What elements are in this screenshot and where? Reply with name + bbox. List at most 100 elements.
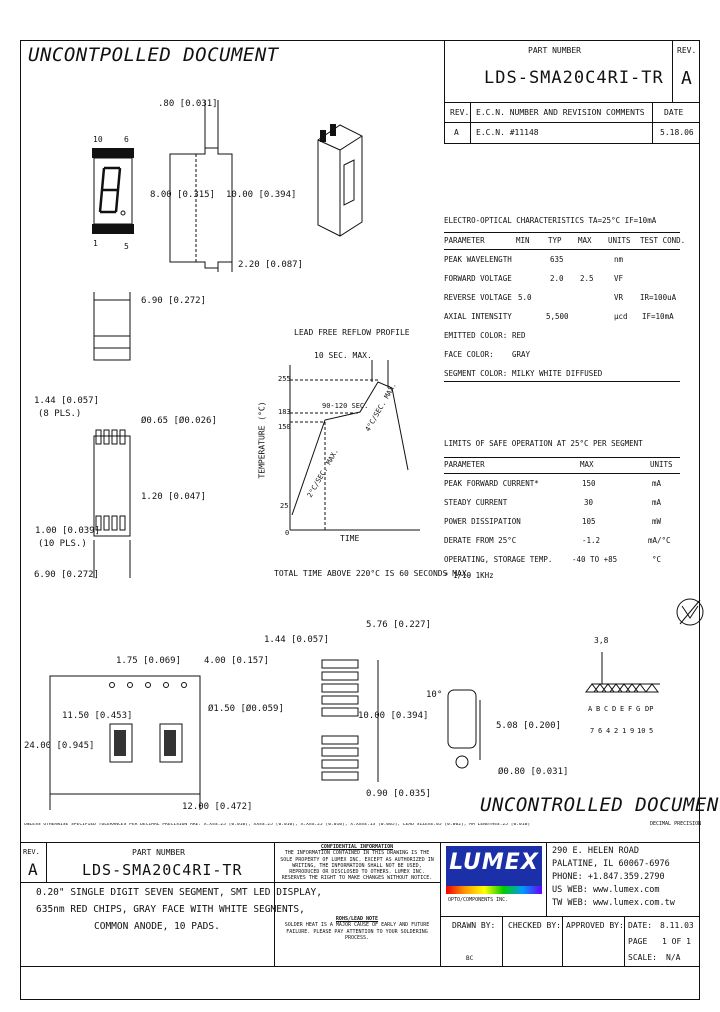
part-number-bottom: LDS-SMA20C4RI-TR [82,861,243,879]
tape-dim-6: 12.00 [0.472] [182,802,253,812]
tape-dim-3: Ø1.50 [Ø0.059] [208,704,284,714]
circuit-seg: C [604,705,609,713]
revision-ecn: E.C.N. #11148 [476,128,539,137]
pad-dim-4: 0.90 [0.035] [366,789,432,799]
drawing-border [20,40,700,1000]
circuit-seg: DP [645,705,654,713]
tape-dim-5: 24.00 [0.945] [24,741,95,751]
tw-web: TW WEB: www.lumex.com.tw [552,898,675,908]
part-number-label-bottom: PART NUMBER [132,848,185,857]
dim-pad-length: 1.20 [0.047] [141,492,207,502]
dim-pad-width-count: (10 PLS.) [38,539,87,549]
circuit-pin: 2 [614,727,619,735]
decimal-precision-note: DECIMAL PRECISION [650,821,702,827]
limits-row: OPERATING, STORAGE TEMP.-40 TO +85°C [444,555,662,564]
eo-table: PARAMETER MIN TYP MAX UNITS TEST COND. P… [444,232,686,382]
pad-dim-3: 10.00 [0.394] [358,711,429,721]
reflow-x-axis: TIME [340,534,360,543]
address-line: PALATINE, IL 60067-6976 [552,859,670,869]
reflow-y-axis: TEMPERATURE (°C) [257,401,267,479]
circuit-pin: 1 [622,727,627,735]
reflow-tick-0: 0 [285,529,290,537]
dim-bottom-width: 6.90 [0.272] [34,570,100,580]
reflow-hold-label: 90-120 SEC. [322,402,369,410]
description-line-1: 0.20" SINGLE DIGIT SEVEN SEGMENT, SMT LE… [36,887,322,898]
dim-hole: Ø0.65 [Ø0.026] [141,416,217,426]
eo-row: EMITTED COLOR:RED [444,331,526,340]
circuit-pin: 9 [630,727,635,735]
limits-footnote: * 1/10 1KHz [444,571,494,580]
reflow-tick-255: 255 [278,375,291,383]
rev-value-bottom: A [28,860,38,879]
dim-pad-width: 1.00 [0.039] [35,526,101,536]
lead-diameter: Ø0.80 [0.031] [498,767,569,777]
phone: PHONE: +1.847.359.2790 [552,872,665,882]
lumex-logo: LUMEX [446,846,542,886]
circuit-pin: 10 [637,727,646,735]
reflow-ten-sec: 10 SEC. MAX. [314,351,372,360]
lead-angle: 10° [426,690,443,700]
circuit-pin: 7 [590,727,595,735]
confidential-block: CONFIDENTIAL INFORMATION THE INFORMATION… [280,844,434,882]
circuit-pin: 5 [649,727,654,735]
dim-top-width: 6.90 [0.272] [141,296,207,306]
rev-col-header: REV. [450,108,470,117]
part-number-header: LDS-SMA20C4RI-TR [484,68,664,88]
drawn-by-value: BC [466,955,474,962]
limits-header-row: PARAMETER MAX UNITS [444,460,673,469]
pad-dim-2: 5.76 [0.227] [366,620,432,630]
date-label: DATE: [628,921,653,930]
scale-label: SCALE: [628,953,657,962]
tolerance-note: UNLESS OTHERWISE SPECIFIED TOLERANCES PE… [24,823,531,827]
checked-by-label: CHECKED BY: [508,921,561,930]
rev-label-header: REV. [677,46,697,55]
tape-dim-4: 11.50 [0.453] [62,711,133,721]
lead-spacing: 5.08 [0.200] [496,721,562,731]
circuit-pin: 6 [598,727,603,735]
date-col-header: DATE [664,108,684,117]
pin-bottom-right: 5 [124,242,129,251]
address-line: 290 E. HELEN ROAD [552,846,639,856]
revision-date: 5.18.06 [660,128,694,137]
pin-bottom-left: 1 [93,239,98,248]
dim-thickness: .80 [0.031] [158,99,218,109]
page-value: 1 OF 1 [662,937,691,946]
reflow-note: TOTAL TIME ABOVE 220°C IS 60 SECONDS MAX… [274,569,472,578]
dim-height: 10.00 [0.394] [226,190,297,200]
circuit-pin: 4 [606,727,611,735]
tape-dim-1: 1.75 [0.069] [116,656,182,666]
logo-spectrum [446,886,542,894]
eo-header-row: PARAMETER MIN TYP MAX UNITS TEST COND. [444,236,686,245]
circuit-seg: D [612,705,617,713]
rev-label-bottom: REV. [23,848,40,856]
dim-pad-pitch: 1.44 [0.057] [34,396,100,406]
uncontrolled-stamp-top: UNCONTPOLLED DOCUMENT [28,44,279,66]
limits-table: PARAMETER MAX UNITS PEAK FORWARD CURRENT… [444,457,680,567]
circuit-seg: E [620,705,625,713]
dim-depth: 2.20 [0.087] [238,260,304,270]
uncontrolled-stamp-bottom: UNCONTROLLED DOCUMENT [480,794,720,816]
approved-by-label: APPROVED BY: [566,921,624,930]
circuit-seg: G [636,705,641,713]
logo-subtitle: OPTO/COMPONENTS INC. [448,897,509,903]
revision-rev: A [454,128,459,137]
tape-dim-2: 4.00 [0.157] [204,656,270,666]
circuit-seg: A [588,705,593,713]
pin-top-right: 6 [124,135,129,144]
eo-row: FACE COLOR:GRAY [444,350,531,359]
dim-pad-pitch-count: (8 PLS.) [38,409,82,419]
eo-row: SEGMENT COLOR:MILKY WHITE DIFFUSED [444,369,603,378]
rohs-block: ROHS/LEAD NOTE SOLDER HEAT IS A MAJOR CA… [284,916,430,941]
rev-value-header: A [681,68,692,89]
date-value: 8.11.03 [660,921,694,930]
description-line-3: COMMON ANODE, 10 PADS. [94,921,220,932]
eo-table-title: ELECTRO-OPTICAL CHARACTERISTICS TA=25°C … [444,216,657,225]
